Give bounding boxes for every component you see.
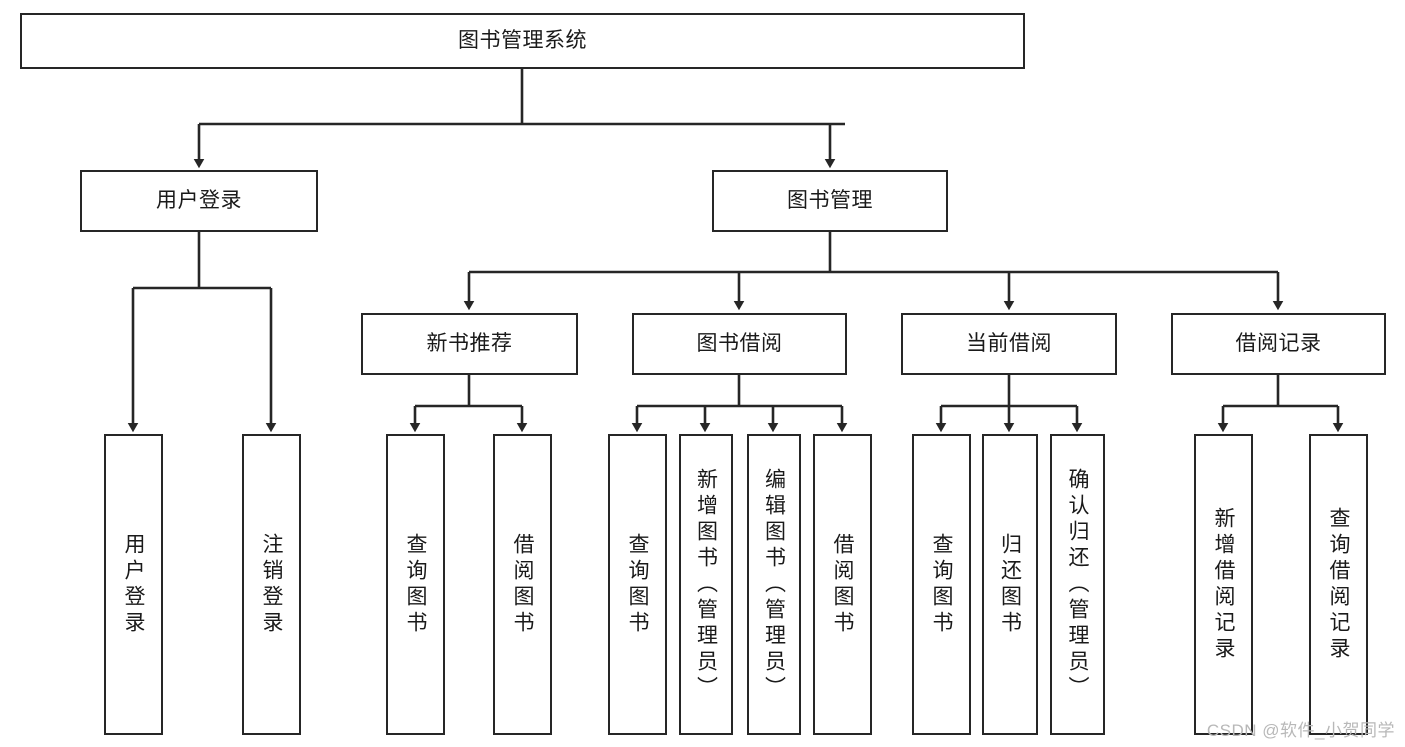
- csdn-watermark: CSDN @软件_小贺同学: [1206, 721, 1395, 740]
- node-label: 查询图书: [626, 532, 649, 637]
- node-current-borrow[interactable]: 当前借阅: [901, 313, 1117, 375]
- node-label: 借阅图书: [511, 532, 534, 637]
- node-leaf-return-book[interactable]: 归还图书: [982, 434, 1038, 735]
- node-leaf-borrow-book-new-recommend[interactable]: 借阅图书: [493, 434, 552, 735]
- node-leaf-add-book-admin[interactable]: 新增图书（管理员）: [679, 434, 733, 735]
- node-label: 新增借阅记录: [1212, 506, 1235, 663]
- node-label: 图书管理: [787, 188, 873, 212]
- node-leaf-query-borrow-record[interactable]: 查询借阅记录: [1309, 434, 1368, 735]
- node-label: 新书推荐: [426, 331, 513, 355]
- node-leaf-query-book-new-recommend[interactable]: 查询图书: [386, 434, 445, 735]
- node-label: 新增图书（管理员）: [694, 467, 718, 702]
- node-label: 查询图书: [930, 532, 953, 637]
- node-label: 借阅记录: [1235, 331, 1322, 355]
- node-borrow-record[interactable]: 借阅记录: [1171, 313, 1386, 375]
- node-leaf-query-book-current[interactable]: 查询图书: [912, 434, 971, 735]
- node-label: 归还图书: [998, 532, 1022, 637]
- node-label: 查询借阅记录: [1327, 506, 1350, 663]
- node-leaf-confirm-return-admin[interactable]: 确认归还（管理员）: [1050, 434, 1105, 735]
- node-leaf-user-login[interactable]: 用户登录: [104, 434, 163, 735]
- node-new-book-recommend[interactable]: 新书推荐: [361, 313, 578, 375]
- node-user-login[interactable]: 用户登录: [80, 170, 318, 232]
- node-leaf-add-borrow-record[interactable]: 新增借阅记录: [1194, 434, 1253, 735]
- node-leaf-edit-book-admin[interactable]: 编辑图书（管理员）: [747, 434, 801, 735]
- node-leaf-logout-login[interactable]: 注销登录: [242, 434, 301, 735]
- node-label: 图书借阅: [696, 331, 783, 355]
- node-leaf-query-book-borrow[interactable]: 查询图书: [608, 434, 667, 735]
- node-label: 用户登录: [156, 188, 242, 212]
- node-book-management[interactable]: 图书管理: [712, 170, 948, 232]
- node-label: 注销登录: [260, 532, 283, 637]
- node-label: 用户登录: [122, 532, 145, 637]
- node-root-book-management-system[interactable]: 图书管理系统: [20, 13, 1025, 69]
- node-label: 当前借阅: [966, 331, 1052, 355]
- node-book-borrow[interactable]: 图书借阅: [632, 313, 847, 375]
- node-label: 图书管理系统: [458, 28, 587, 52]
- node-leaf-borrow-book[interactable]: 借阅图书: [813, 434, 872, 735]
- node-label: 编辑图书（管理员）: [762, 467, 786, 702]
- node-label: 借阅图书: [831, 532, 854, 637]
- node-label: 确认归还（管理员）: [1066, 467, 1089, 702]
- node-label: 查询图书: [404, 532, 427, 637]
